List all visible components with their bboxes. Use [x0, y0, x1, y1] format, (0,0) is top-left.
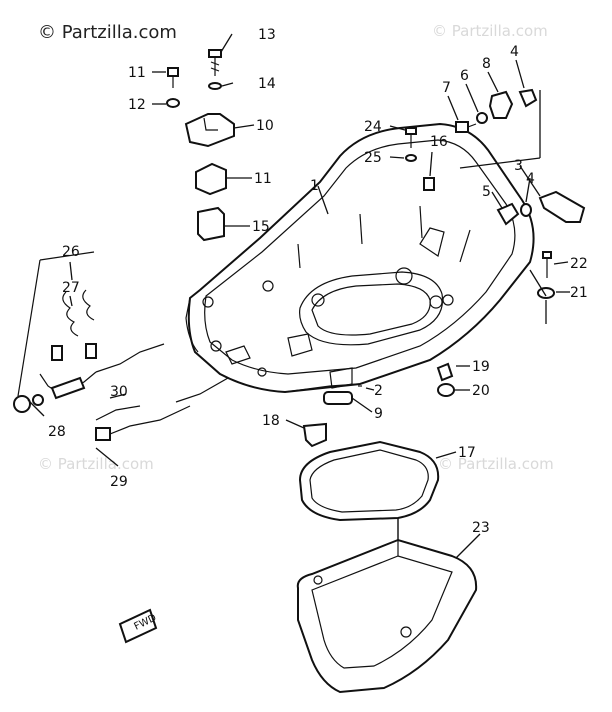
callout-7: 6 [460, 68, 469, 84]
callout-17: 16 [430, 134, 448, 150]
leader-lines [27, 33, 570, 559]
grommet-20 [436, 362, 454, 382]
plug-21 [437, 383, 455, 397]
callout-1: 1 [310, 178, 319, 194]
callout-28: 27 [62, 280, 80, 296]
callout-18: 17 [458, 445, 476, 461]
bushing-5-side [496, 202, 520, 226]
watermark-top-right: © Partzilla.com [432, 22, 548, 40]
callout-29: 28 [48, 424, 66, 440]
grommet-17 [423, 177, 435, 191]
washer-22 [537, 287, 555, 299]
callout-11: 11 [254, 171, 272, 187]
bolt-14 [208, 49, 222, 76]
washer-13 [166, 98, 180, 108]
callout-labels: 13 14 11 12 10 11 15 24 25 16 1 7 6 8 4 … [48, 27, 588, 536]
bolt-23 [542, 251, 552, 278]
callout-27: 26 [62, 244, 80, 260]
callout-22: 21 [570, 285, 588, 301]
callout-9: 9 [374, 406, 383, 422]
callout-3: 3 [514, 158, 523, 174]
washer-26 [405, 154, 417, 162]
callout-14: 13 [258, 27, 276, 43]
watermark-mid-left: © Partzilla.com [38, 455, 154, 473]
lower-pan [296, 512, 478, 694]
callout-16: 15 [252, 219, 270, 235]
block-16 [197, 206, 225, 242]
clip-11 [195, 162, 227, 196]
lever-3 [538, 190, 586, 223]
callout-5-top: 4 [510, 44, 519, 60]
bolt-8 [455, 121, 477, 133]
callout-13: 12 [128, 97, 146, 113]
bolt-25 [405, 127, 417, 148]
callout-23: 22 [570, 256, 588, 272]
grommet-19 [302, 422, 327, 448]
kill-switch-assembly [13, 251, 229, 441]
callout-21: 20 [472, 383, 490, 399]
callout-4: 4 [526, 171, 535, 187]
watermark-mid-right: © Partzilla.com [438, 455, 554, 473]
fwd-arrow: FWD [118, 608, 159, 644]
callout-25: 24 [364, 119, 382, 135]
callout-24: 23 [472, 520, 490, 536]
washer-4 [520, 203, 532, 217]
callout-31: 30 [110, 384, 128, 400]
callout-2: 2 [374, 383, 383, 399]
copyright-notice: © Partzilla.com [38, 22, 177, 43]
callout-12: 11 [128, 65, 146, 81]
callout-5-side: 5 [482, 184, 491, 200]
screw-12 [167, 67, 179, 88]
washer-15 [208, 82, 222, 90]
bracket-6 [488, 90, 514, 119]
callout-30: 29 [110, 474, 128, 490]
nut-5-top [518, 88, 538, 108]
callout-8: 7 [442, 80, 451, 96]
callout-20: 19 [472, 359, 490, 375]
callout-19: 18 [262, 413, 280, 429]
bottom-cowling [185, 122, 535, 394]
pad-9 [323, 391, 353, 405]
callout-6: 8 [482, 56, 491, 72]
gasket [298, 440, 440, 522]
callout-10: 10 [256, 118, 274, 134]
callout-26: 25 [364, 150, 382, 166]
callout-15: 14 [258, 76, 276, 92]
washer-7 [476, 112, 488, 124]
